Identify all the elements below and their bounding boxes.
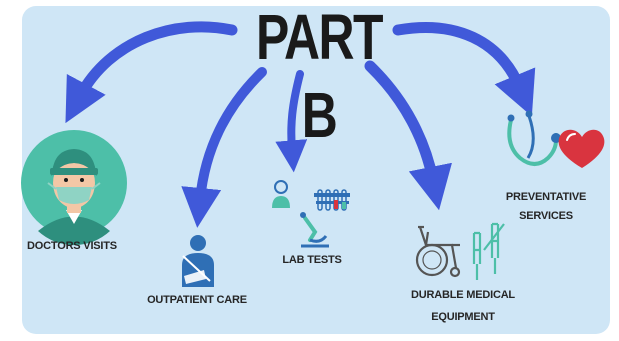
label-outpatient-care: OUTPATIENT CARE (147, 294, 247, 306)
arrow-to-outpatient-care (181, 67, 267, 228)
label-preventative-services: PREVENTATIVE SERVICES (505, 191, 587, 222)
lab-microscope-icon (272, 180, 350, 248)
stethoscope-heart-icon (507, 110, 605, 168)
label-doctors-visits: DOCTORS VISITS (27, 240, 117, 252)
doctor-avatar-icon (21, 130, 127, 246)
wheelchair-crutches-icon (415, 222, 505, 280)
arrow-to-durable-equipment (364, 60, 452, 211)
patient-arm-sling-icon (182, 235, 214, 287)
label-lab-tests: LAB TESTS (282, 254, 342, 266)
arrow-to-preventative-services (392, 22, 536, 117)
arrow-to-doctors-visits (65, 21, 238, 124)
arrow-to-lab-tests (275, 70, 308, 173)
diagram-title: PART B (256, 1, 384, 151)
label-durable-medical-equipment: DURABLE MEDICAL EQUIPMENT (411, 289, 515, 323)
